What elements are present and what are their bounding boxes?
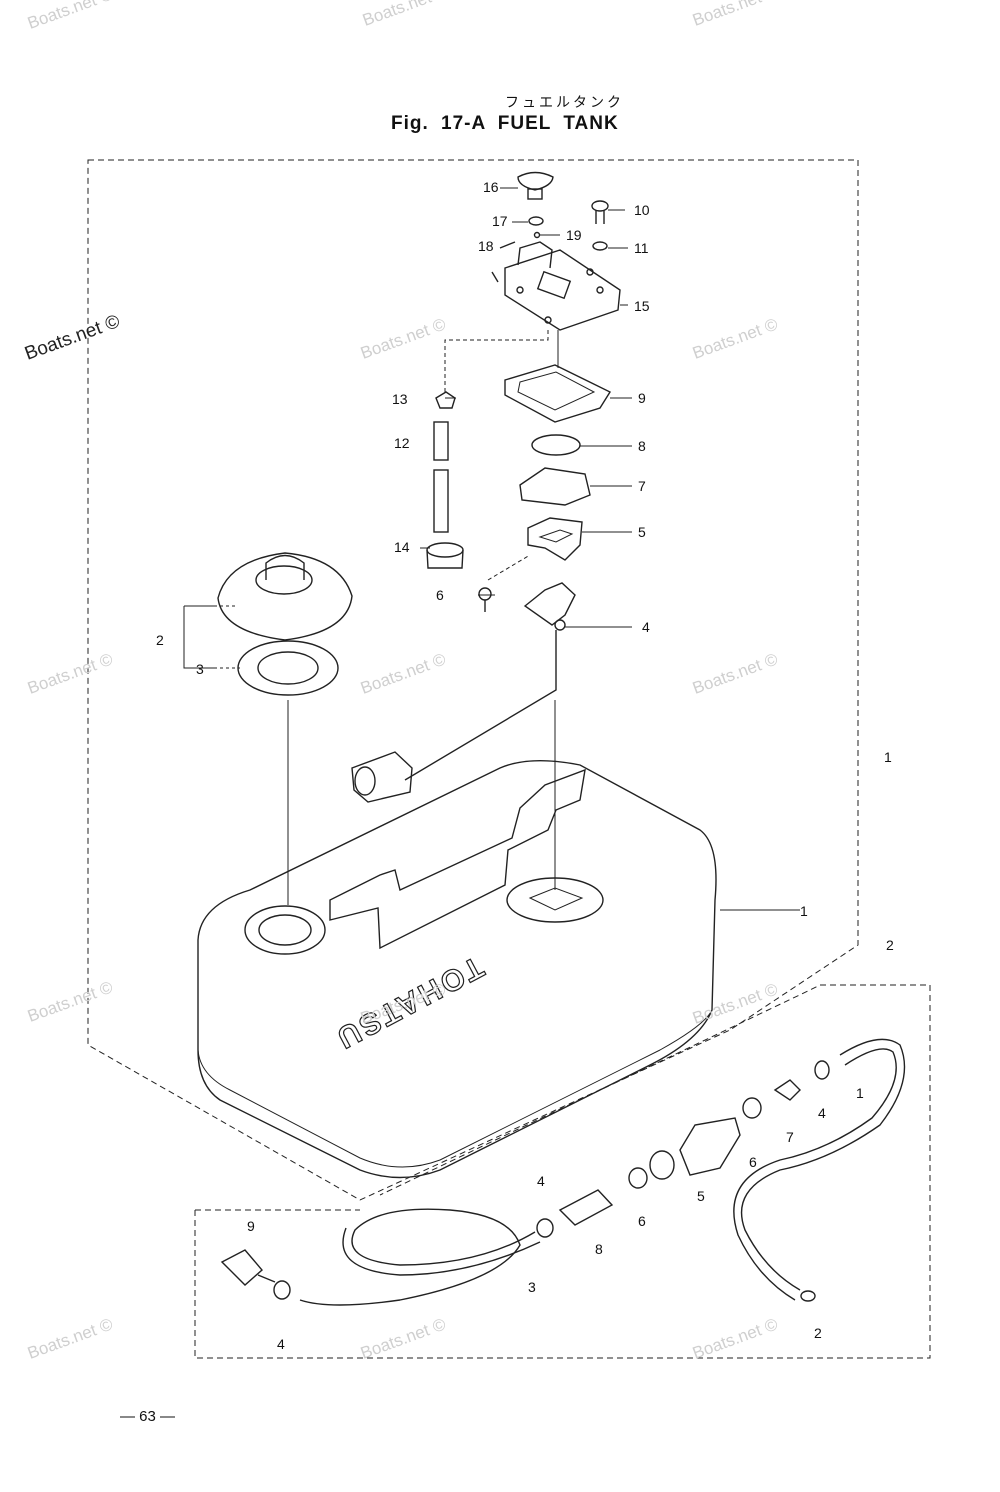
callout-18: 18: [478, 238, 494, 254]
callout-hose-6a: 6: [749, 1154, 757, 1170]
part-10-screw: [591, 200, 609, 224]
callout-12: 12: [394, 435, 410, 451]
part-3-cap-gasket: [237, 640, 339, 696]
callout-hose-8: 8: [595, 1241, 603, 1257]
callout-hose-3: 3: [528, 1279, 536, 1295]
callout-10: 10: [634, 202, 650, 218]
hose-clamp-6a: [742, 1097, 762, 1119]
callout-hose-4c: 4: [277, 1336, 285, 1352]
callout-11: 11: [634, 240, 649, 256]
callout-1: 1: [800, 903, 808, 919]
hose-connector-7: [773, 1079, 801, 1101]
part-16-knob: [517, 171, 554, 200]
part-1-fuel-tank: [197, 759, 717, 1179]
part-17-washer: [528, 216, 544, 226]
hose-1: [733, 1038, 906, 1301]
callout-16: 16: [483, 179, 499, 195]
callout-5: 5: [638, 524, 646, 540]
hose-clamp-6b: [628, 1167, 648, 1189]
part-12-pipe-lower: [433, 469, 449, 533]
part-8-o-ring: [531, 434, 581, 456]
part-19-ball: [533, 231, 541, 239]
tank-assembly-frame: [87, 159, 859, 1201]
part-9-gasket: [504, 364, 612, 423]
callout-15: 15: [634, 298, 650, 314]
callout-hose-2: 2: [814, 1325, 822, 1341]
callout-13: 13: [392, 391, 408, 407]
part-14-pickup: [426, 542, 464, 569]
callout-14: 14: [394, 539, 410, 555]
part-5-bracket: [527, 517, 583, 561]
hose-connector-8: [558, 1189, 614, 1226]
hose-3: [299, 1208, 541, 1306]
callout-hose-2-group: 2: [886, 937, 894, 953]
part-7-plate: [519, 467, 591, 506]
callout-2: 2: [156, 632, 164, 648]
callout-19: 19: [566, 227, 582, 243]
part-4-float-arm: [351, 582, 576, 803]
callout-hose-1: 1: [856, 1085, 864, 1101]
callout-1-group: 1: [884, 749, 892, 765]
part-13-clip: [435, 391, 456, 409]
part-15-cover: [499, 241, 621, 331]
part-11-washer: [592, 241, 608, 251]
callout-hose-5: 5: [697, 1188, 705, 1204]
hose-primer-bulb-5: [649, 1117, 741, 1180]
part-2-tank-cap: [217, 552, 353, 641]
callout-hose-7: 7: [786, 1129, 794, 1145]
callout-4: 4: [642, 619, 650, 635]
hose-clamp-4b: [536, 1218, 554, 1238]
hose-connector-9: [220, 1249, 276, 1286]
callout-hose-9: 9: [247, 1218, 255, 1234]
callout-hose-6b: 6: [638, 1213, 646, 1229]
callout-6: 6: [436, 587, 444, 603]
hose-clamp-4c: [273, 1280, 291, 1300]
callout-hose-4b: 4: [537, 1173, 545, 1189]
diagram-title: Fig. 17-A FUEL TANK: [391, 113, 619, 134]
hose-clamp-2: [800, 1290, 816, 1302]
callout-17: 17: [492, 213, 508, 229]
page-number: — 63 —: [120, 1408, 176, 1425]
diagram-subtitle-japanese: フュエルタンク: [505, 95, 624, 111]
hose-assembly-frame: [194, 984, 931, 1359]
part-12-pipe: [433, 421, 449, 461]
callout-7: 7: [638, 478, 646, 494]
callout-hose-4a: 4: [818, 1105, 826, 1121]
part-18-pin: [491, 271, 499, 283]
callout-9: 9: [638, 390, 646, 406]
callout-8: 8: [638, 438, 646, 454]
callout-3: 3: [196, 661, 204, 677]
hose-clamp-4a: [814, 1060, 830, 1080]
part-6-screw: [478, 587, 492, 612]
